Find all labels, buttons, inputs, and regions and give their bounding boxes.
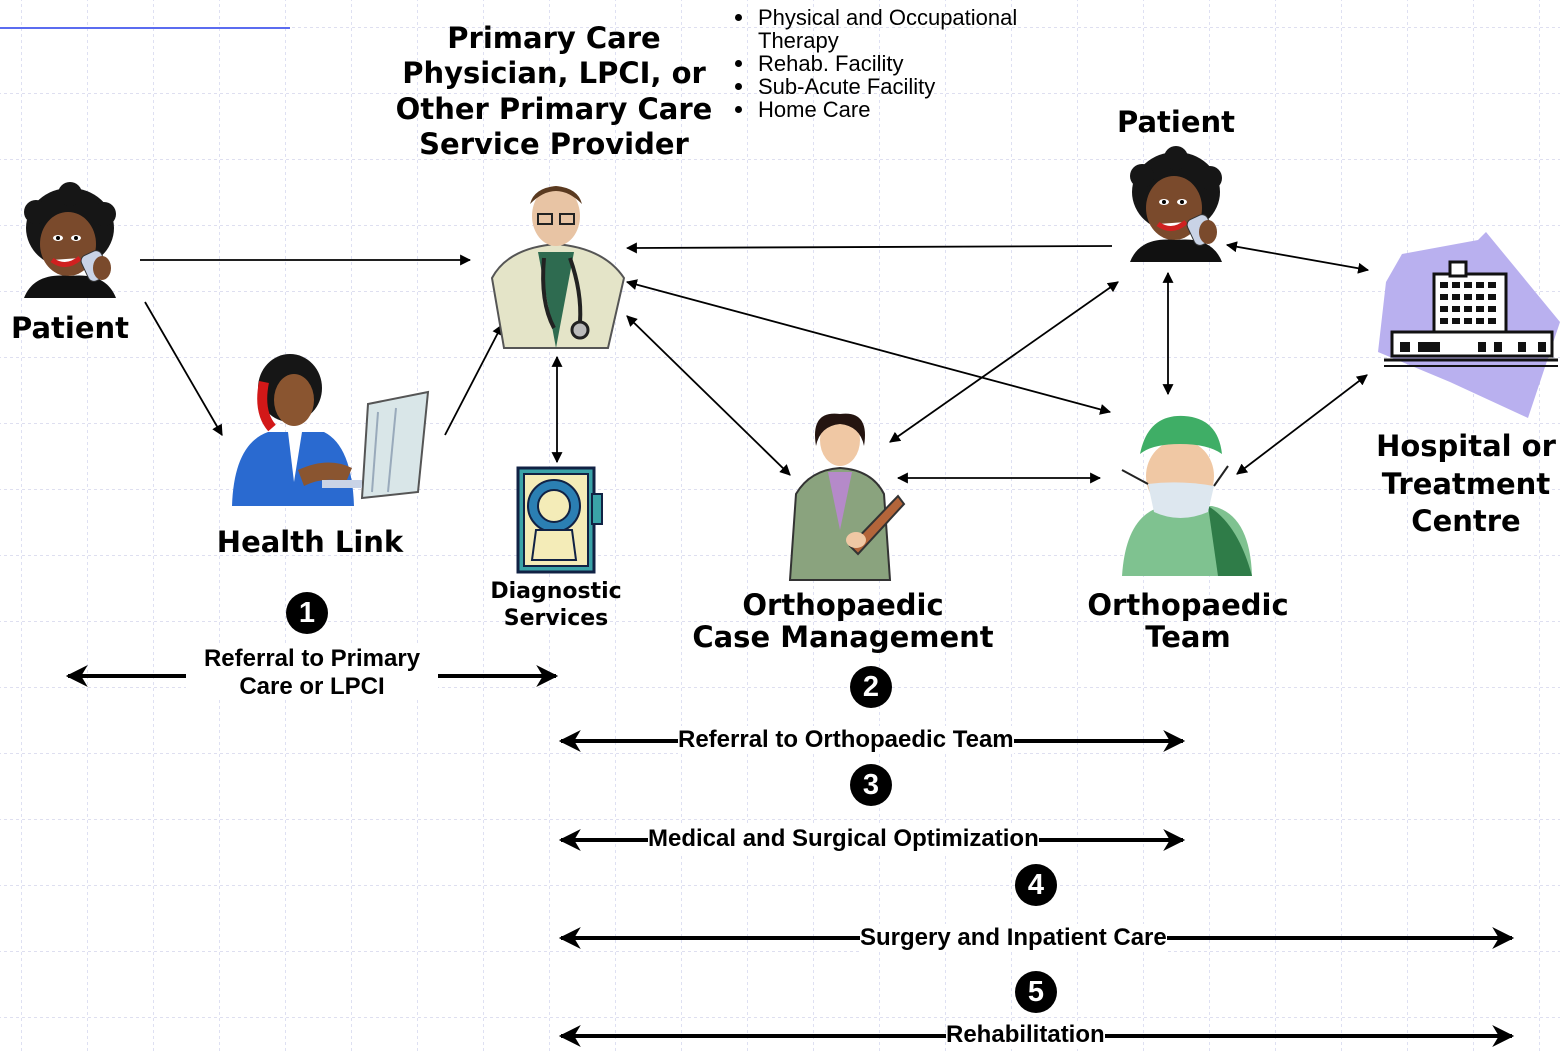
ortho-team-label: Orthopaedic Team — [1078, 588, 1298, 654]
ortho-team-line-1: Orthopaedic — [1087, 588, 1289, 622]
stage-1-line-1: Referral to Primary — [203, 645, 421, 672]
stage-4-number: 4 — [1015, 864, 1057, 906]
hospital-label: Hospital or Treatment Centre — [1370, 428, 1560, 541]
rehab-option: Rehab. Facility — [735, 52, 1017, 75]
patient-phone-icon — [24, 182, 116, 298]
hospital-line-3: Centre — [1411, 504, 1521, 539]
rehab-option-line: Physical and Occupational — [758, 5, 1018, 30]
patient-left-label: Patient — [10, 311, 130, 345]
case-management-label: Orthopaedic Case Management — [684, 588, 1002, 654]
rehab-options-list: Physical and Occupational Therapy Rehab.… — [735, 6, 1017, 121]
primary-care-label: Primary Care Physician, LPCI, or Other P… — [394, 21, 714, 163]
surgeon-mask-icon — [1121, 415, 1252, 576]
stage-1-label: Referral to Primary Care or LPCI — [186, 645, 438, 701]
arrow-healthlink-to-physician — [444, 324, 503, 436]
primary-care-line-1: Primary Care — [447, 21, 661, 55]
diagnostic-line-2: Services — [503, 605, 609, 631]
ortho-team-line-2: Team — [1145, 619, 1231, 654]
physician-stethoscope-icon — [490, 186, 626, 349]
stage-3-label: Medical and Surgical Optimization — [648, 825, 1039, 853]
arrow-ortho-team-hospital — [1236, 374, 1368, 475]
arrow-patient-right-to-physician — [625, 242, 1113, 254]
patient-right-label: Patient — [1116, 105, 1236, 139]
stage-5-number: 5 — [1015, 971, 1057, 1013]
stage-1-number: 1 — [286, 592, 328, 634]
case-management-line-1: Orthopaedic — [742, 588, 944, 622]
case-management-line-2: Case Management — [692, 619, 994, 654]
diagnostic-line-1: Diagnostic — [490, 579, 622, 604]
arrow-patient-hospital — [1225, 241, 1370, 274]
hospital-building-icon — [1378, 232, 1560, 418]
diagnostic-services-label: Diagnostic Services — [480, 579, 632, 633]
arrow-case-mgmt-patient — [889, 281, 1119, 443]
health-link-label: Health Link — [216, 525, 404, 559]
patient-phone-icon — [1130, 146, 1222, 262]
primary-care-line-2: Physician, LPCI, or — [402, 56, 706, 91]
rehab-option: Home Care — [735, 98, 1017, 121]
mri-scanner-icon — [516, 466, 603, 574]
hospital-line-1: Hospital or — [1376, 429, 1556, 463]
rehab-option: Physical and Occupational Therapy — [735, 6, 1017, 52]
stage-4-label: Surgery and Inpatient Care — [860, 924, 1167, 952]
arrow-patient-to-healthlink — [144, 301, 223, 436]
receptionist-phone-icon — [232, 354, 430, 506]
arrow-physician-case-mgmt — [626, 315, 791, 476]
rehab-option: Sub-Acute Facility — [735, 75, 1017, 98]
hospital-line-2: Treatment — [1381, 466, 1551, 501]
stage-2-label: Referral to Orthopaedic Team — [678, 726, 1014, 754]
stage-2-number: 2 — [850, 666, 892, 708]
primary-care-line-4: Service Provider — [419, 127, 689, 162]
stage-1-line-2: Care or LPCI — [239, 672, 385, 700]
rehab-option-line: Therapy — [758, 28, 839, 53]
stage-5-label: Rehabilitation — [946, 1021, 1105, 1049]
stage-3-number: 3 — [850, 764, 892, 806]
primary-care-line-3: Other Primary Care — [395, 91, 713, 126]
case-manager-clipboard-icon — [788, 413, 906, 581]
